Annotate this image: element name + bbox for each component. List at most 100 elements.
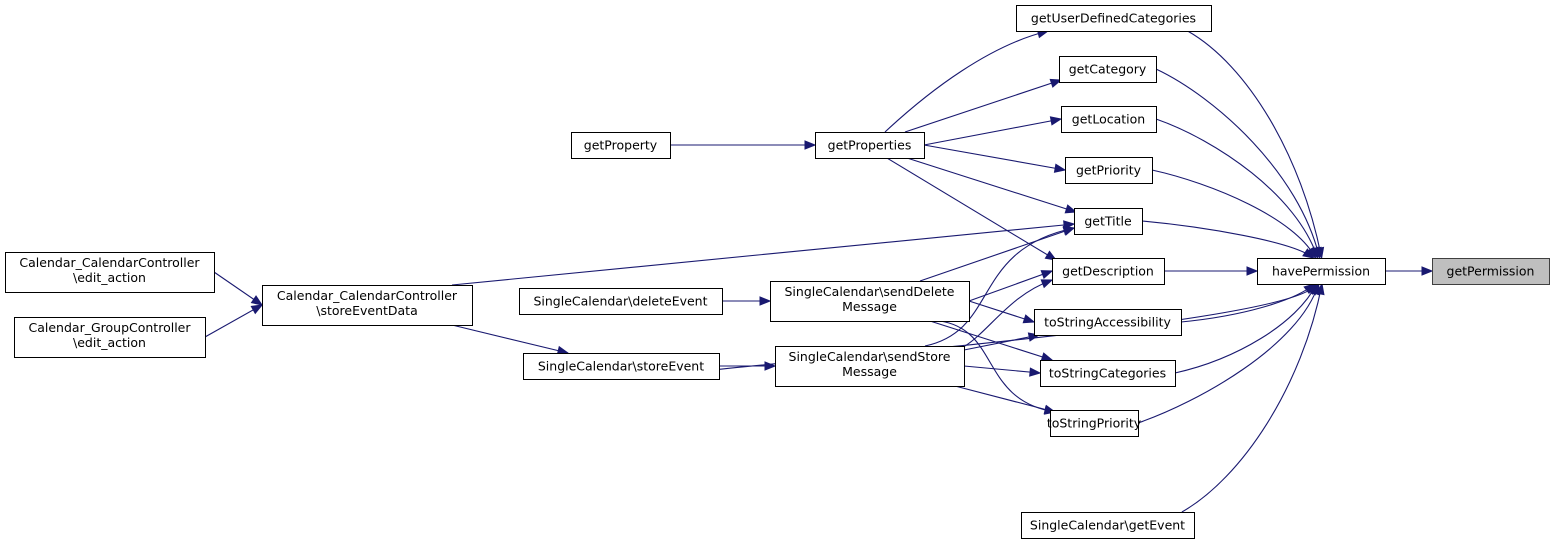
node-getDescription[interactable]: getDescription [1052,258,1165,285]
edge-line [1155,118,1319,259]
node-toStringCategories[interactable]: toStringCategories [1040,360,1176,387]
node-storeEventData[interactable]: Calendar_CalendarController\storeEventDa… [262,285,473,326]
edge-line [963,334,1040,351]
edge-sendStoreMessage-to-getTitle [924,225,1076,347]
arrowhead-icon [804,140,817,150]
edge-line [929,320,1053,361]
edge-getProperties-to-getTitle [906,157,1078,214]
edge-sendDeleteMessage-to-toStringAccessibility [968,300,1036,324]
edge-calEditAction-to-storeEventData [213,271,264,306]
edge-sendStoreMessage-to-toStringCategories [963,365,1042,377]
edge-getProperties-to-getPriority [923,144,1067,173]
node-getProperties[interactable]: getProperties [815,132,925,159]
node-getCategory[interactable]: getCategory [1059,56,1157,83]
edge-line [1137,283,1320,424]
edge-storeEvent-to-havePermission [642,283,1318,380]
edge-line [886,157,1057,261]
node-box [815,132,925,159]
edge-getEvent-to-havePermission [1181,282,1325,513]
arrowhead-icon [1421,266,1434,276]
edge-deleteEvent-to-sendDeleteMessage [722,296,772,306]
node-box [1065,157,1153,184]
edge-storeEventData-to-getTitle [451,220,1076,286]
edge-getProperties-to-getCategory [904,78,1063,133]
node-getLocation[interactable]: getLocation [1061,106,1157,133]
node-getUserDefinedCategories[interactable]: getUserDefinedCategories [1016,5,1212,32]
node-label: Message [842,299,897,314]
node-getTitle[interactable]: getTitle [1074,208,1143,235]
edge-getProperties-to-getDescription [886,157,1058,261]
node-box [1016,5,1212,32]
edge-line [968,270,1053,302]
node-label: Message [842,364,897,379]
node-label: SingleCalendar\deleteEvent [533,294,707,309]
arrowhead-icon [1246,266,1259,276]
edge-getCategory-to-havePermission [1155,68,1322,260]
edge-sendStoreMessage-to-toStringPriority [954,385,1057,414]
node-label: Calendar_GroupController [29,320,192,335]
node-box [1074,208,1143,235]
node-box [523,353,720,380]
edge-line [1181,283,1323,513]
node-label: getDescription [1062,264,1154,279]
arrowhead-icon [1022,314,1036,324]
edge-line [923,118,1062,146]
edge-line [1151,169,1317,259]
edge-getLocation-to-havePermission [1155,118,1319,260]
node-box [1021,512,1195,539]
edge-line [904,79,1062,133]
node-label: \edit_action [73,335,146,350]
node-label: Calendar_CalendarController [19,255,200,270]
node-havePermission[interactable]: havePermission [1257,258,1386,285]
edge-toStringPriority-to-havePermission [1137,282,1320,424]
edge-line [451,223,1075,286]
node-label: getProperties [828,138,912,153]
edge-getDescription-to-havePermission [1164,266,1259,276]
node-label: SingleCalendar\sendDelete [785,284,955,299]
node-groupEditAction[interactable]: Calendar_GroupController\edit_action [14,317,206,358]
edge-getPriority-to-havePermission [1151,169,1317,260]
arrowhead-icon [759,296,772,306]
node-label: getLocation [1072,112,1145,127]
node-toStringAccessibility[interactable]: toStringAccessibility [1034,309,1182,336]
node-box [1257,258,1386,285]
arrowhead-icon [250,304,264,315]
node-toStringPriority[interactable]: toStringPriority [1047,410,1142,437]
node-box [519,288,723,315]
arrowhead-icon [1064,204,1078,214]
node-getProperty[interactable]: getProperty [571,132,671,159]
edge-line [451,324,569,354]
node-box [5,252,215,293]
node-calEditAction[interactable]: Calendar_CalendarController\edit_action [5,252,215,293]
node-label: getPriority [1076,163,1142,178]
node-label: toStringCategories [1049,366,1166,381]
edge-getProperty-to-getProperties [670,140,817,150]
arrowhead-icon [1302,248,1315,259]
edge-storeEventData-to-storeEvent [451,324,570,356]
node-storeEvent[interactable]: SingleCalendar\storeEvent [523,353,720,380]
node-label: getUserDefinedCategories [1031,11,1196,26]
node-label: SingleCalendar\getEvent [1030,518,1185,533]
edge-line [1187,30,1323,259]
edge-line [906,157,1077,213]
edge-line [884,30,1049,133]
node-label: \edit_action [73,270,146,285]
arrowhead-icon [250,295,264,306]
node-getEvent[interactable]: SingleCalendar\getEvent [1021,512,1195,539]
edge-getProperties-to-getLocation [923,116,1063,146]
edge-line [1155,68,1321,259]
arrowhead-icon [1062,225,1076,235]
node-getPermission[interactable]: getPermission [1432,258,1550,285]
edge-line [1174,283,1318,374]
node-box [775,346,965,387]
arrowhead-icon [1044,250,1058,261]
node-box [14,317,206,358]
edge-havePermission-to-getPermission [1385,266,1434,276]
node-label: toStringAccessibility [1044,315,1171,330]
node-getPriority[interactable]: getPriority [1065,157,1153,184]
node-box [770,281,970,322]
node-deleteEvent[interactable]: SingleCalendar\deleteEvent [519,288,723,315]
